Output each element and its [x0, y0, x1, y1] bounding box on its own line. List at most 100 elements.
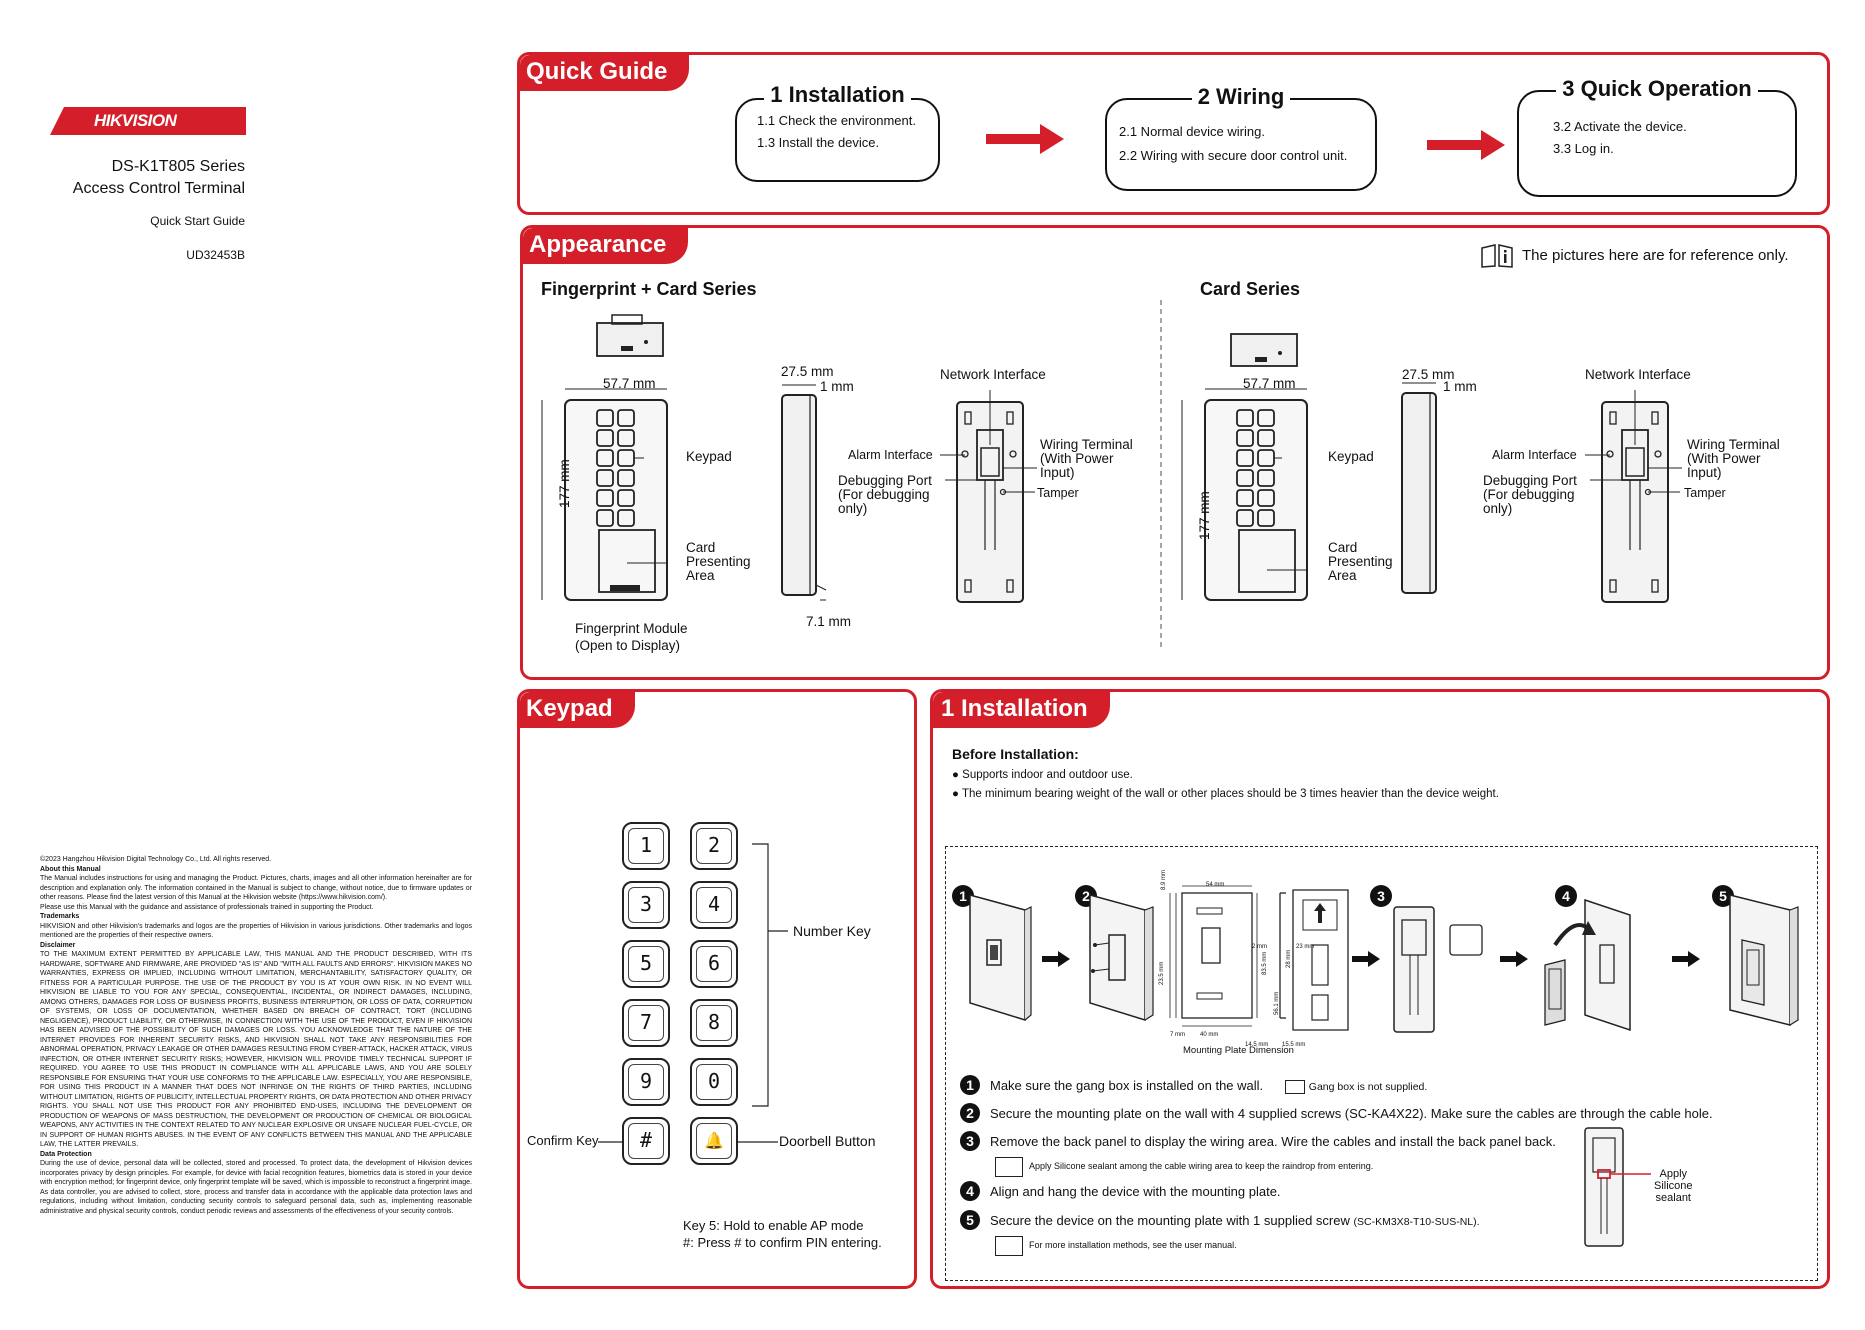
about-text: The Manual includes instructions for usi… [40, 875, 472, 901]
step-num-badge: 5 [960, 1210, 980, 1230]
arrow-right-icon [1352, 951, 1380, 967]
data-text: During the use of device, personal data … [40, 1160, 472, 1215]
data-title: Data Protection [40, 1150, 92, 1158]
left-d1-label: 1 mm [820, 379, 854, 394]
right-debug-label: Debugging Port (For debugging only) [1483, 473, 1577, 516]
guide-title: Quick Start Guide [150, 214, 245, 228]
legal-block: ©2023 Hangzhou Hikvision Digital Technol… [40, 855, 472, 1270]
mounting-plate-on-wall-illustration [1089, 894, 1154, 1022]
before-bullet: ● The minimum bearing weight of the wall… [952, 788, 1499, 800]
logo-shape [50, 107, 246, 135]
key-4: 4 [690, 881, 738, 929]
step-installation-title: 1 Installation [764, 82, 911, 107]
dim-label: 8.9 mm [1161, 869, 1167, 890]
step-item: 1.3 Install the device. [757, 135, 880, 150]
key-0: 0 [690, 1058, 738, 1106]
device-front-view [541, 388, 668, 601]
mounting-plate-dimension-drawing [1169, 885, 1286, 1027]
sealant-label: Apply Silicone sealant [1654, 1168, 1693, 1204]
fp-card-series-title: Fingerprint + Card Series [541, 279, 757, 299]
about-title: About this Manual [40, 865, 101, 873]
device-back-view [940, 390, 1037, 603]
arrow-right-icon [1672, 951, 1700, 967]
installation-steps-box [945, 846, 1818, 1281]
bullet-text: The minimum bearing weight of the wall o… [961, 788, 1499, 800]
step-text: Secure the mounting plate on the wall wi… [990, 1106, 1713, 1121]
dim-label: 23 mm [1296, 944, 1315, 950]
step-text: Remove the back panel to display the wir… [990, 1134, 1556, 1149]
screw-spec: (SC-KM3X8-T10-SUS-NL). [1353, 1216, 1480, 1228]
step-item: 3.3 Log in. [1553, 141, 1614, 156]
left-fingerprint-label: Fingerprint Module (Open to Display) [575, 621, 688, 653]
logo-text: HIKVISION [94, 111, 177, 130]
step-note: For more installation methods, see the u… [1029, 1240, 1237, 1250]
device-front-view [1181, 388, 1308, 601]
key-5: 5 [622, 940, 670, 988]
info-book-icon [1284, 1079, 1305, 1094]
right-height-label: 177 mm [1197, 491, 1212, 540]
device-top-view [596, 314, 664, 357]
left-keypad-label: Keypad [686, 449, 732, 464]
step-note: Apply Silicone sealant among the cable w… [1029, 1161, 1374, 1171]
left-tamper-label: Tamper [1037, 486, 1079, 500]
right-keypad-label: Keypad [1328, 449, 1374, 464]
right-card-label: Card Presenting Area [1328, 540, 1393, 583]
step-item: 2.1 Normal device wiring. [1119, 124, 1265, 139]
arrow-right-icon [1042, 951, 1070, 967]
keypad-panel: Keypad [517, 689, 917, 1289]
left-network-label: Network Interface [940, 367, 1046, 382]
step-text: Make sure the gang box is installed on t… [990, 1078, 1264, 1093]
dim-label: 56.1 mm [1274, 991, 1280, 1015]
hang-device-illustration [1544, 898, 1631, 1032]
appearance-tab: Appearance [523, 228, 689, 264]
left-wiring-label: Wiring Terminal (With Power Input) [1040, 437, 1133, 480]
right-network-label: Network Interface [1585, 367, 1691, 382]
device-side-view [1401, 382, 1437, 594]
mounting-plate-caption: Mounting Plate Dimension [1183, 1045, 1294, 1056]
key-9: 9 [622, 1058, 670, 1106]
doorbell-line [738, 1141, 778, 1143]
confirm-key-label: Confirm Key [527, 1133, 599, 1148]
trademarks-title: Trademarks [40, 913, 80, 920]
card-series-title: Card Series [1200, 279, 1301, 299]
confirm-key: # [622, 1117, 670, 1165]
device-back-view [1585, 390, 1682, 603]
device-side-view [781, 384, 827, 601]
install-step-1: 1 Make sure the gang box is installed on … [960, 1075, 1427, 1097]
sealant-illustration [1584, 1127, 1651, 1247]
key-8: 8 [690, 999, 738, 1047]
step-num-badge: 1 [952, 885, 974, 907]
right-alarm-label: Alarm Interface [1492, 448, 1577, 462]
mounting-plate-side-drawing [1292, 889, 1349, 1031]
step-quick-operation-title: 3 Quick Operation [1556, 76, 1758, 101]
confirm-key-line [598, 1141, 622, 1143]
doorbell-label: Doorbell Button [779, 1133, 876, 1149]
wall-gang-box-illustration [969, 894, 1032, 1022]
step-quick-operation: 3 Quick Operation 3.2 Activate the devic… [1517, 76, 1797, 197]
step-num-badge: 1 [960, 1075, 980, 1095]
info-book-icon [995, 1156, 1023, 1177]
dim-label: 7 mm [1170, 1032, 1185, 1038]
step-item: 2.2 Wiring with secure door control unit… [1119, 148, 1348, 163]
trademarks-text: HIKVISION and other Hikvision's trademar… [40, 922, 472, 940]
appearance-panel: Appearance [520, 225, 1830, 680]
secured-device-illustration [1729, 894, 1799, 1026]
dim-label: 28 mm [1286, 949, 1292, 968]
right-tamper-label: Tamper [1684, 486, 1726, 500]
dim-label: 2 mm [1252, 944, 1267, 950]
step-num-badge: 5 [1712, 885, 1734, 907]
key-2: 2 [690, 822, 738, 870]
dim-label: 23.5 mm [1159, 961, 1165, 985]
dim-label: 54 mm [1206, 882, 1225, 888]
right-depth-label: 27.5 mm [1402, 367, 1455, 382]
about-text-2: Please use this Manual with the guidance… [40, 903, 374, 911]
number-key-label: Number Key [793, 923, 871, 939]
doc-id: UD32453B [186, 248, 245, 262]
left-card-label: Card Presenting Area [686, 540, 751, 583]
doorbell-key: 🔔 [690, 1117, 738, 1165]
key-1: 1 [622, 822, 670, 870]
right-d1-label: 1 mm [1443, 379, 1477, 394]
